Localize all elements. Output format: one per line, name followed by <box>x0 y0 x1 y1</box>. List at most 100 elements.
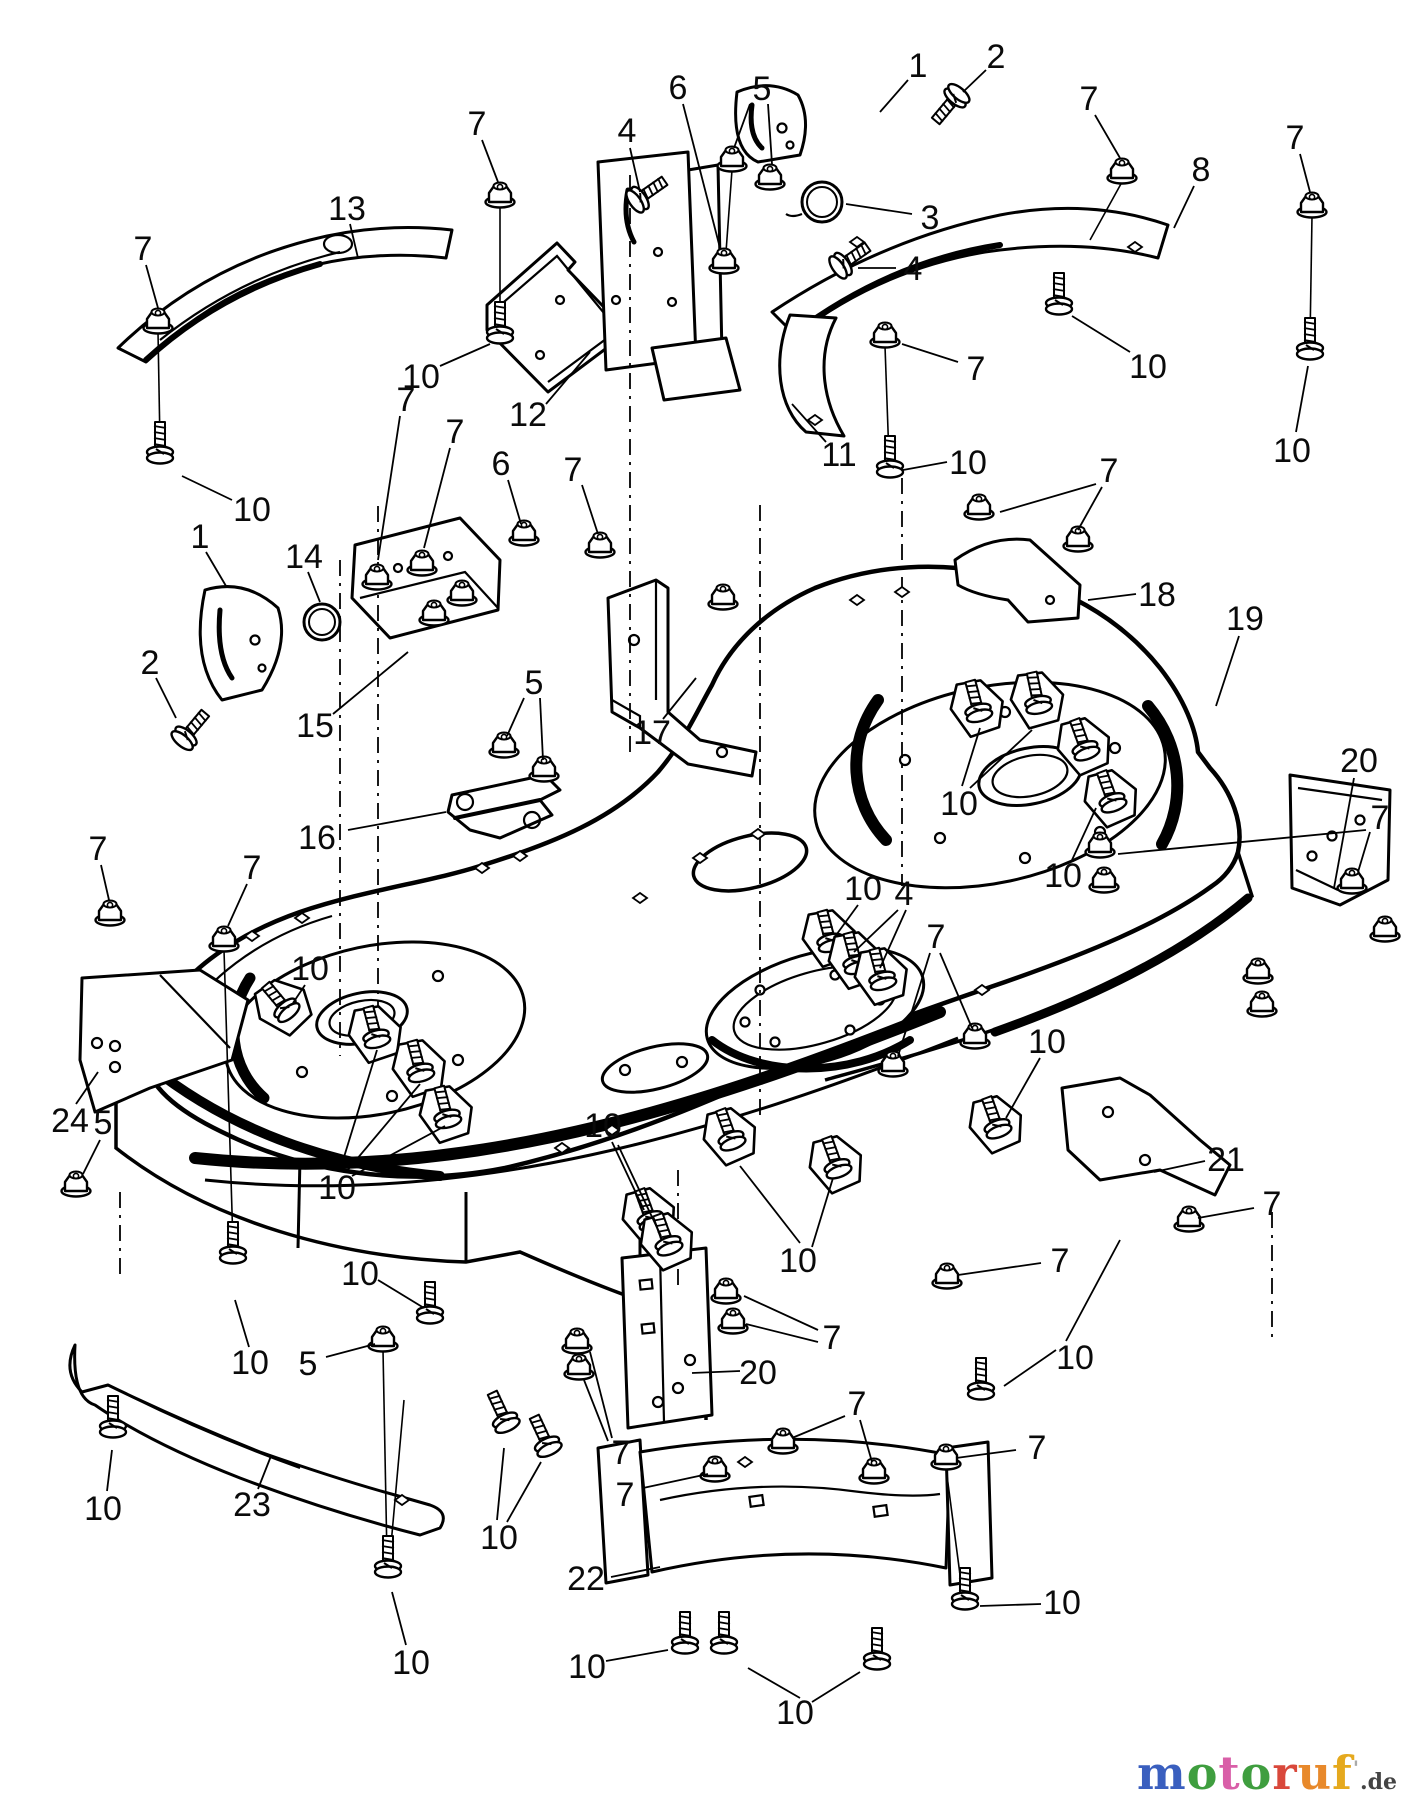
callout-23: 23 <box>233 1486 271 1524</box>
callout-10: 10 <box>291 950 329 988</box>
callout-5: 5 <box>753 70 772 108</box>
connector-line <box>725 169 733 253</box>
screw-glyph <box>1044 271 1074 316</box>
flange-nut-glyph <box>1062 525 1094 553</box>
leader-line <box>605 1649 669 1662</box>
flange-nut-glyph <box>563 1353 595 1381</box>
leader-line <box>1087 593 1137 601</box>
callout-10: 10 <box>318 1169 356 1207</box>
leader-line <box>1071 315 1131 353</box>
callout-1: 1 <box>909 47 928 85</box>
callout-20: 20 <box>1340 742 1378 780</box>
watermark-letter: o <box>1240 1746 1273 1800</box>
callout-13: 13 <box>328 190 366 228</box>
flange-nut-glyph <box>710 1277 742 1305</box>
screw-glyph <box>167 703 217 755</box>
callout-7: 7 <box>564 451 583 489</box>
leader-line <box>743 1295 819 1331</box>
leader-line <box>507 479 522 525</box>
connector-line <box>389 1399 405 1557</box>
leader-line <box>811 1671 861 1703</box>
watermark-letter: ' <box>1352 1756 1360 1780</box>
callout-10: 10 <box>568 1648 606 1686</box>
callout-4: 4 <box>618 112 637 150</box>
flange-nut-glyph <box>584 531 616 559</box>
leader-line <box>853 909 899 953</box>
callout-10: 10 <box>1129 348 1167 386</box>
leader-line <box>339 1049 378 1171</box>
screw-glyph <box>1295 316 1325 361</box>
screw-glyph <box>373 1534 403 1579</box>
leader-line <box>1094 114 1121 159</box>
callout-7: 7 <box>967 350 986 388</box>
flange-nut-glyph <box>508 519 540 547</box>
callout-7: 7 <box>243 849 262 887</box>
callout-7: 7 <box>468 105 487 143</box>
screw-glyph <box>875 434 905 479</box>
leader-line <box>307 571 321 603</box>
leader-line <box>205 551 227 587</box>
leader-line <box>733 103 751 149</box>
leader-line <box>901 343 959 363</box>
screw-glyph <box>709 1610 739 1655</box>
callout-10: 10 <box>844 870 882 908</box>
callout-7: 7 <box>134 230 153 268</box>
callout-3: 3 <box>921 199 940 237</box>
callout-6: 6 <box>492 445 511 483</box>
leader-line <box>583 1379 609 1442</box>
callout-7: 7 <box>823 1319 842 1357</box>
callout-7: 7 <box>848 1385 867 1423</box>
flange-nut-glyph <box>1296 191 1328 219</box>
watermark-letter: o <box>1186 1746 1219 1800</box>
screw-glyph <box>415 1280 445 1325</box>
screw-glyph <box>924 79 974 131</box>
leader-line <box>1197 1207 1255 1219</box>
leader-line <box>1173 185 1195 229</box>
callout-10: 10 <box>949 444 987 482</box>
screw-glyph <box>145 420 175 465</box>
watermark-suffix: .de <box>1359 1769 1397 1795</box>
bracket-21 <box>1060 1076 1232 1197</box>
leader-line <box>767 103 773 165</box>
leader-line <box>791 1415 846 1439</box>
screw-with-bracket-glyph <box>802 1129 869 1198</box>
connector-line <box>1089 181 1123 241</box>
callout-7: 7 <box>1100 452 1119 490</box>
flange-nut-glyph <box>1242 957 1274 985</box>
leader-line <box>662 677 697 720</box>
callout-19: 19 <box>1226 600 1264 638</box>
callout-7: 7 <box>1028 1429 1047 1467</box>
callout-10: 10 <box>231 1344 269 1382</box>
callout-10: 10 <box>1028 1023 1066 1061</box>
leader-line <box>610 1566 661 1578</box>
callout-2: 2 <box>141 644 160 682</box>
leader-line <box>539 697 544 761</box>
leader-line <box>145 264 159 309</box>
leader-line <box>377 415 401 561</box>
bracket-16 <box>446 773 562 840</box>
leader-line <box>1153 1160 1206 1173</box>
callout-10: 10 <box>341 1255 379 1293</box>
leader-line <box>791 403 827 443</box>
watermark-letter: m <box>1137 1746 1187 1800</box>
leader-line <box>234 1299 250 1348</box>
callout-2: 2 <box>987 38 1006 76</box>
callout-10: 10 <box>392 1644 430 1682</box>
leader-line <box>879 79 909 113</box>
flange-nut-glyph <box>528 755 560 783</box>
leader-line <box>629 147 641 193</box>
callout-10: 10 <box>779 1242 817 1280</box>
leader-line <box>961 727 981 787</box>
leader-line <box>1357 831 1371 873</box>
leader-line <box>745 1323 819 1343</box>
leader-line <box>581 484 599 535</box>
leader-line <box>100 864 110 901</box>
screw-glyph <box>966 1356 996 1401</box>
callout-7: 7 <box>616 1476 635 1514</box>
screw-glyph <box>521 1410 565 1462</box>
callout-10: 10 <box>940 785 978 823</box>
flange-nut-glyph <box>1369 915 1401 943</box>
callout-16: 16 <box>298 819 336 857</box>
